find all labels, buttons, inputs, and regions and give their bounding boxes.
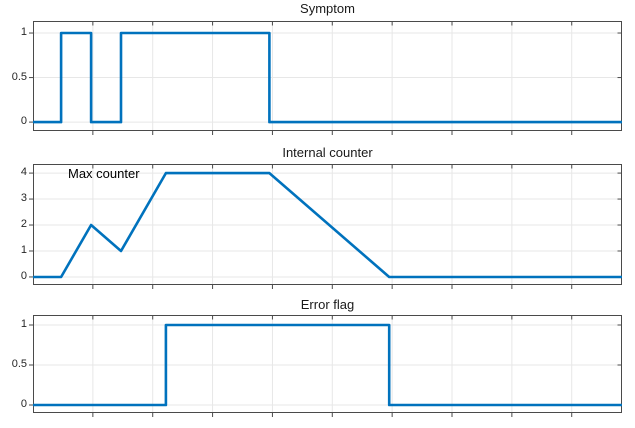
symptom-chart-title: Symptom: [300, 1, 355, 16]
max-counter-annotation: Max counter: [68, 166, 140, 181]
y-tick-label: 0.5: [11, 358, 27, 370]
y-tick-label: 2: [20, 218, 27, 231]
y-tick-label: 1: [20, 318, 27, 330]
y-tick-label: 1: [20, 26, 27, 39]
internal-counter-plot-area: [29, 164, 622, 289]
y-tick-label: 0: [20, 115, 27, 128]
symptom-plot-area: [29, 21, 622, 135]
internal-counter-chart-title: Internal counter: [282, 145, 373, 160]
error-flag-plot-area: [29, 315, 622, 417]
y-tick-label: 0.5: [11, 70, 27, 83]
y-tick-label: 3: [20, 192, 27, 205]
error-flag-chart-title: Error flag: [300, 297, 355, 312]
y-tick-label: 1: [20, 243, 27, 256]
y-tick-label: 0: [20, 269, 27, 282]
y-tick-label: 0: [20, 398, 27, 410]
y-tick-label: 4: [20, 166, 27, 179]
